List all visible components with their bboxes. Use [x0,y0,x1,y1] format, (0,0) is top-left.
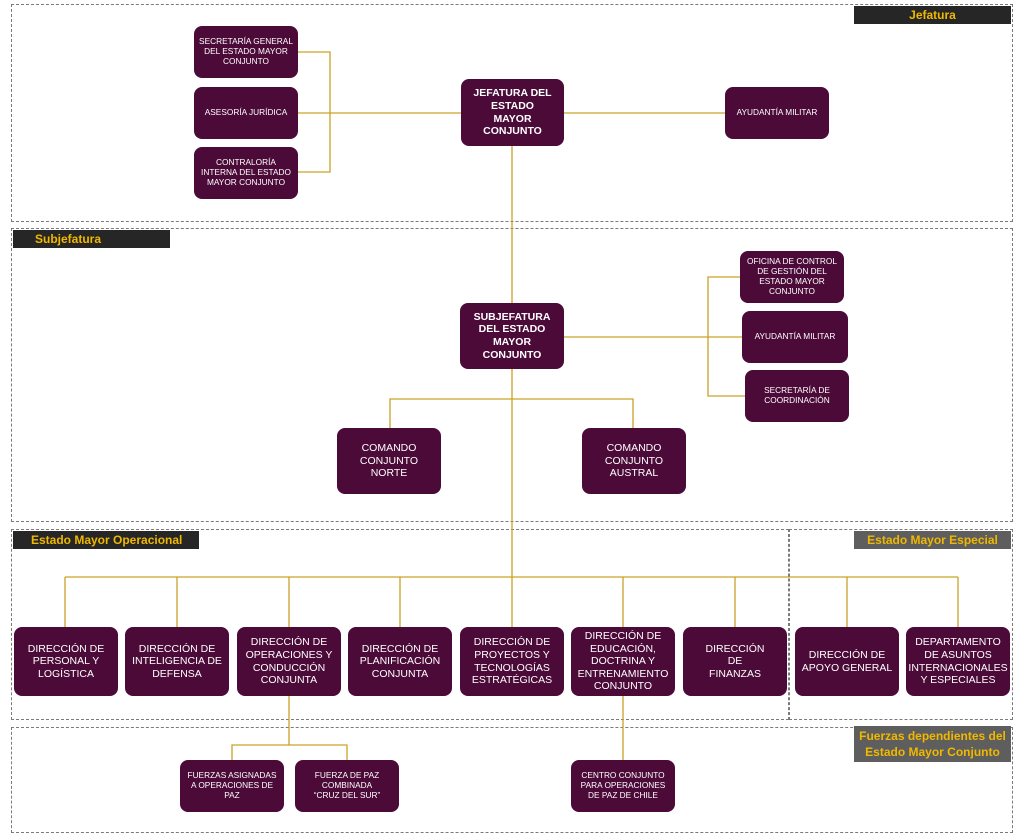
node-centro-conjunto-operaciones-paz[interactable]: CENTRO CONJUNTO PARA OPERACIONES DE PAZ … [571,760,675,812]
node-comando-austral[interactable]: COMANDO CONJUNTO AUSTRAL [582,428,686,494]
node-direccion-operaciones[interactable]: DIRECCIÓN DE OPERACIONES Y CONDUCCIÓN CO… [237,627,341,696]
node-departamento-asuntos-internacionales[interactable]: DEPARTAMENTO DE ASUNTOS INTERNACIONALES … [906,627,1010,696]
node-direccion-apoyo-general[interactable]: DIRECCIÓN DE APOYO GENERAL [795,627,899,696]
connector-subjefatura-staff [564,276,745,397]
connector-jefatura-staff [298,51,461,173]
tag-jefatura: Jefatura [854,6,1011,24]
tag-subjefatura: Subjefatura [13,230,170,248]
node-comando-norte[interactable]: COMANDO CONJUNTO NORTE [337,428,441,494]
section-estado-mayor-operacional [11,529,789,720]
node-secretaria-general[interactable]: SECRETARÍA GENERAL DEL ESTADO MAYOR CONJ… [194,26,298,78]
tag-fuerzas-line1: Fuerzas dependientes del [859,729,1006,743]
node-oficina-control-gestion[interactable]: OFICINA DE CONTROL DE GESTIÓN DEL ESTADO… [740,251,844,303]
tag-estado-mayor-operacional: Estado Mayor Operacional [13,531,199,549]
node-direccion-educacion[interactable]: DIRECCIÓN DE EDUCACIÓN, DOCTRINA Y ENTRE… [571,627,675,696]
section-estado-mayor-especial [789,529,1013,720]
node-ayudantia-militar-jefatura[interactable]: AYUDANTÍA MILITAR [725,87,829,139]
node-fuerza-paz-cruz-del-sur[interactable]: FUERZA DE PAZ COMBINADA “CRUZ DEL SUR” [295,760,399,812]
node-direccion-planificacion[interactable]: DIRECCIÓN DE PLANIFICACIÓN CONJUNTA [348,627,452,696]
tag-fuerzas-line2: Estado Mayor Conjunto [865,745,1000,759]
node-asesoria-juridica[interactable]: ASESORÍA JURÍDICA [194,87,298,139]
section-fuerzas-dependientes [11,727,1013,833]
node-direccion-personal-logistica[interactable]: DIRECCIÓN DE PERSONAL Y LOGÍSTICA [14,627,118,696]
node-ayudantia-militar-subjefatura[interactable]: AYUDANTÍA MILITAR [742,311,848,363]
node-jefatura[interactable]: JEFATURA DEL ESTADO MAYOR CONJUNTO [461,79,564,146]
node-direccion-proyectos[interactable]: DIRECCIÓN DE PROYECTOS Y TECNOLOGÍAS EST… [460,627,564,696]
node-contraloria-interna[interactable]: CONTRALORÍA INTERNA DEL ESTADO MAYOR CON… [194,147,298,199]
connector-fuerzas-operaciones [231,696,348,760]
node-fuerzas-asignadas[interactable]: FUERZAS ASIGNADAS A OPERACIONES DE PAZ [180,760,284,812]
node-direccion-inteligencia-defensa[interactable]: DIRECCIÓN DE INTELIGENCIA DE DEFENSA [125,627,229,696]
node-secretaria-coordinacion[interactable]: SECRETARÍA DE COORDINACIÓN [745,370,849,422]
node-direccion-finanzas[interactable]: DIRECCIÓN DE FINANZAS [683,627,787,696]
node-subjefatura[interactable]: SUBJEFATURA DEL ESTADO MAYOR CONJUNTO [460,303,564,369]
connector-comandos [389,398,634,428]
connector-direcciones [64,576,959,627]
tag-fuerzas-dependientes: Fuerzas dependientes del Estado Mayor Co… [854,726,1011,762]
tag-estado-mayor-especial: Estado Mayor Especial [854,531,1011,549]
